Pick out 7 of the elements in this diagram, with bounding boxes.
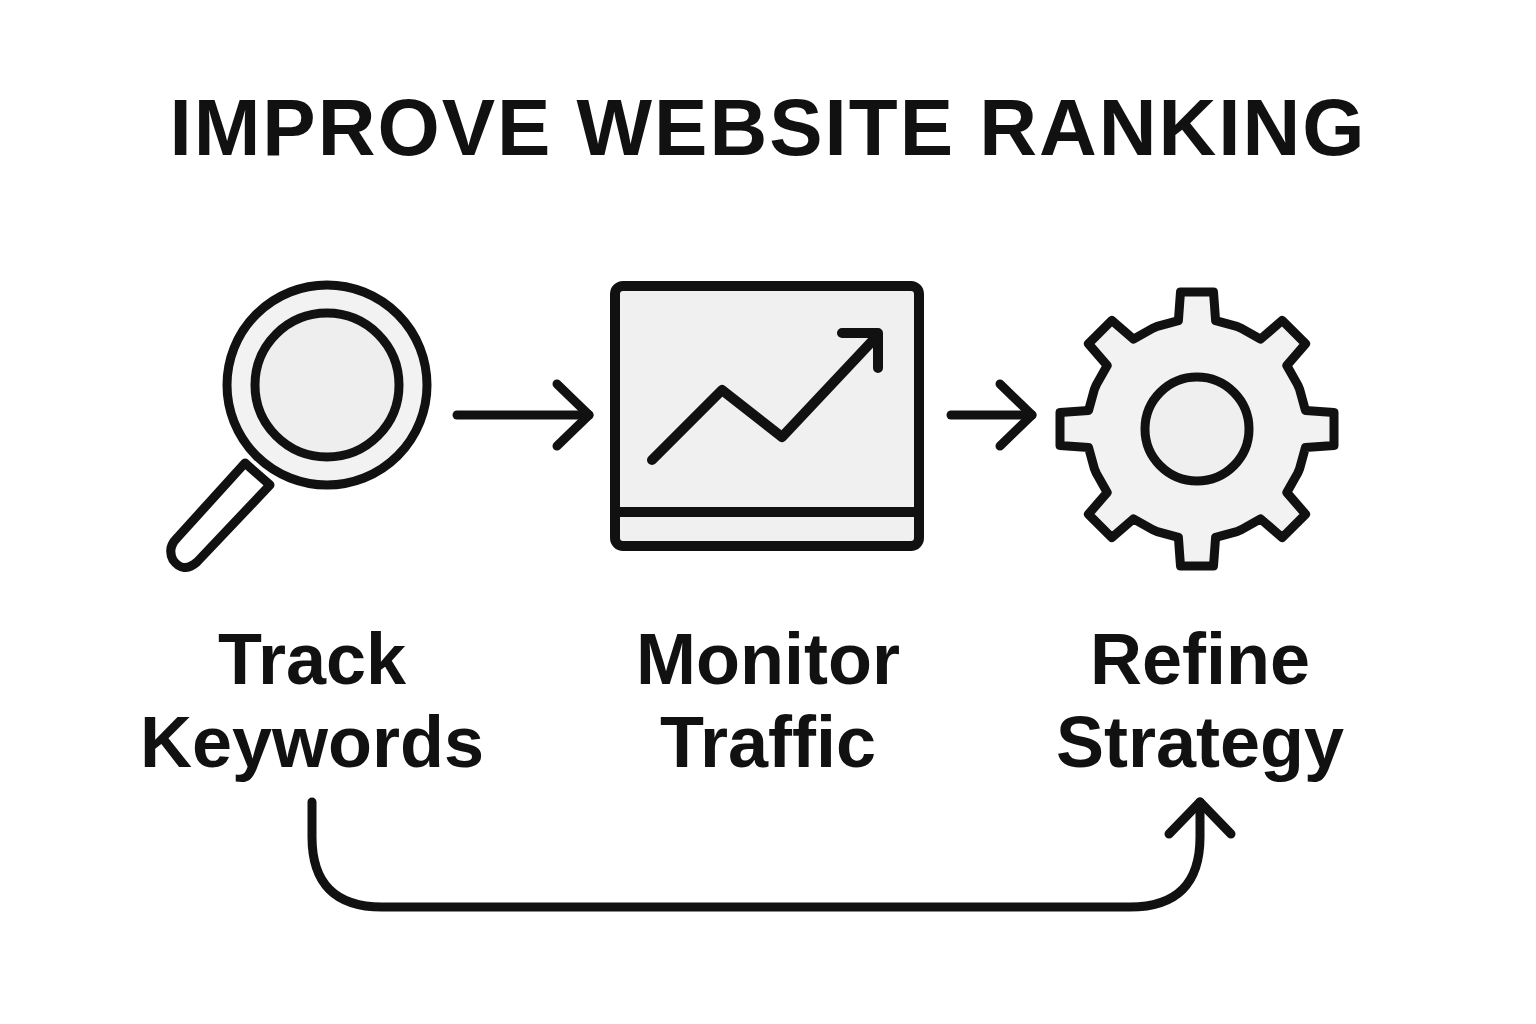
step-label: Track Keywords (122, 618, 502, 784)
step-label: Monitor Traffic (578, 618, 958, 784)
arrow (452, 379, 594, 451)
title: IMPROVE WEBSITE RANKING (168, 88, 1368, 168)
arrow (307, 797, 1236, 912)
step-label: Refine Strategy (1010, 618, 1390, 784)
arrow (946, 379, 1037, 451)
